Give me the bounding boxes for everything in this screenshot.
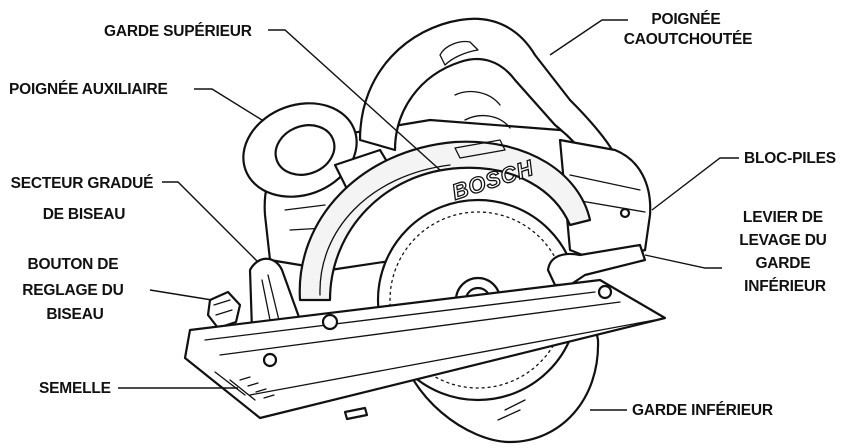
bevel-knob bbox=[206, 290, 242, 330]
label-levier-levage: LEVIER DE LEVAGE DU GARDE INFÉRIEUR bbox=[739, 209, 831, 295]
label-garde-superieur: GARDE SUPÉRIEUR bbox=[104, 23, 252, 40]
label-secteur-gradue: SECTEUR GRADUÉ DE BISEAU bbox=[11, 175, 158, 223]
leader-bloc-piles bbox=[651, 157, 739, 211]
leader-lines bbox=[118, 19, 739, 411]
leader-garde-superieur bbox=[268, 29, 441, 171]
part-labels: GARDE SUPÉRIEUR POIGNÉE CAOUTCHOUTÉE POI… bbox=[9, 11, 836, 419]
label-semelle: SEMELLE bbox=[39, 380, 111, 397]
label-poignee-caoutchoutee: POIGNÉE CAOUTCHOUTÉE bbox=[624, 11, 753, 48]
leader-bouton-reglage bbox=[149, 289, 213, 301]
lower-guard-lever bbox=[546, 243, 647, 287]
leader-poignee-caoutchoutee bbox=[549, 19, 628, 56]
leader-levier-levage bbox=[644, 254, 722, 269]
upper-guard bbox=[298, 140, 592, 302]
base-shoe bbox=[183, 278, 667, 420]
leader-secteur-gradue bbox=[162, 181, 259, 263]
label-bouton-reglage: BOUTON DE REGLAGE DU BISEAU bbox=[22, 256, 127, 323]
label-garde-inferieur: GARDE INFÉRIEUR bbox=[632, 402, 773, 419]
leader-poignee-auxiliaire bbox=[194, 88, 263, 121]
label-poignee-auxiliaire: POIGNÉE AUXILIAIRE bbox=[9, 81, 168, 98]
label-bloc-piles: BLOC-PILES bbox=[744, 150, 836, 167]
saw-illustration: BOSCH bbox=[183, 17, 667, 444]
